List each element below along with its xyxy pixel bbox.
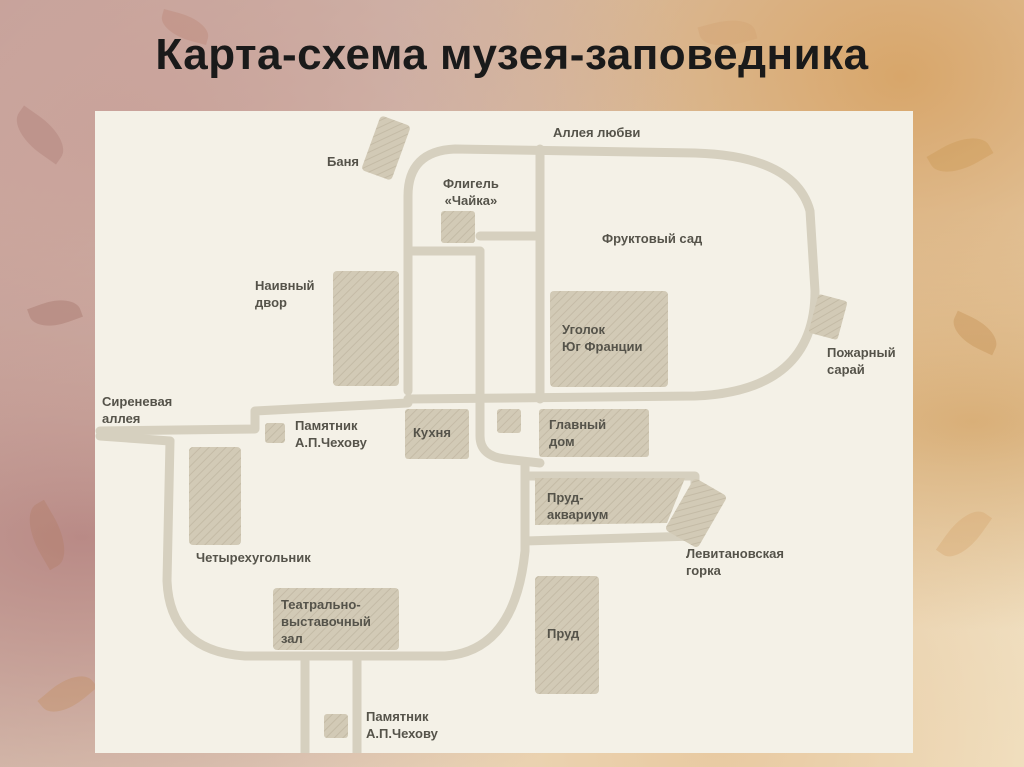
label-pond: Пруд — [547, 626, 580, 641]
label-main-house: Главный дом — [549, 417, 607, 449]
page-title: Карта-схема музея-заповедника — [155, 30, 869, 79]
banya-building — [362, 116, 410, 180]
alley-of-love-path — [403, 144, 820, 404]
small-building — [497, 409, 521, 433]
inner-loop-path — [475, 246, 545, 468]
label-kitchen: Кухня — [413, 425, 451, 440]
fligel-building — [441, 211, 475, 243]
lilac-alley-path — [95, 398, 413, 436]
label-quadrangle: Четырехугольник — [196, 550, 311, 565]
label-levitan-hill: Левитановская горка — [686, 546, 784, 578]
background-leaf — [18, 499, 76, 571]
map-drawing — [95, 116, 847, 753]
lilac-alley-path-lower — [95, 431, 175, 446]
background-leaf — [935, 502, 993, 566]
pond-shape — [535, 576, 599, 694]
museum-map: Аллея любви Баня Флигель «Чайка» Фруктов… — [95, 111, 913, 753]
background-leaf — [27, 292, 83, 334]
levitan-hill-shape — [666, 478, 726, 548]
label-fligel: Флигель «Чайка» — [443, 176, 499, 208]
main-house-building — [539, 409, 649, 457]
label-alley-of-love: Аллея любви — [553, 125, 641, 140]
label-south-france: Уголок Юг Франции — [562, 322, 643, 354]
monument-2-building — [324, 714, 348, 738]
quadrangle-building — [189, 447, 241, 545]
south-france-building — [550, 291, 668, 387]
fire-barn-building — [809, 294, 847, 340]
monument-1-building — [265, 423, 285, 443]
label-monument-2: Памятник А.П.Чехову — [366, 709, 438, 741]
label-banya: Баня — [327, 154, 360, 169]
label-pond-aquarium: Пруд- аквариум — [547, 490, 609, 522]
background-leaf — [946, 310, 1004, 356]
pond-aquarium-shape — [535, 478, 685, 525]
quadrangle-loop-path — [162, 436, 530, 661]
label-lilac-alley: Сиреневая аллея — [102, 394, 173, 426]
naive-yard-building — [333, 271, 399, 386]
label-theatre-hall: Театрально- выставочный зал — [281, 597, 371, 646]
label-fire-barn: Пожарный сарай — [827, 345, 896, 377]
buildings — [189, 116, 847, 738]
kitchen-building — [405, 409, 469, 459]
theatre-hall-building — [273, 588, 399, 650]
label-monument-1: Памятник А.П.Чехову — [295, 418, 367, 450]
label-orchard: Фруктовый сад — [602, 231, 703, 246]
background-leaf — [926, 127, 994, 183]
background-leaf — [37, 665, 98, 723]
label-naive-yard: Наивный двор — [255, 278, 315, 310]
background-leaf — [6, 105, 74, 165]
